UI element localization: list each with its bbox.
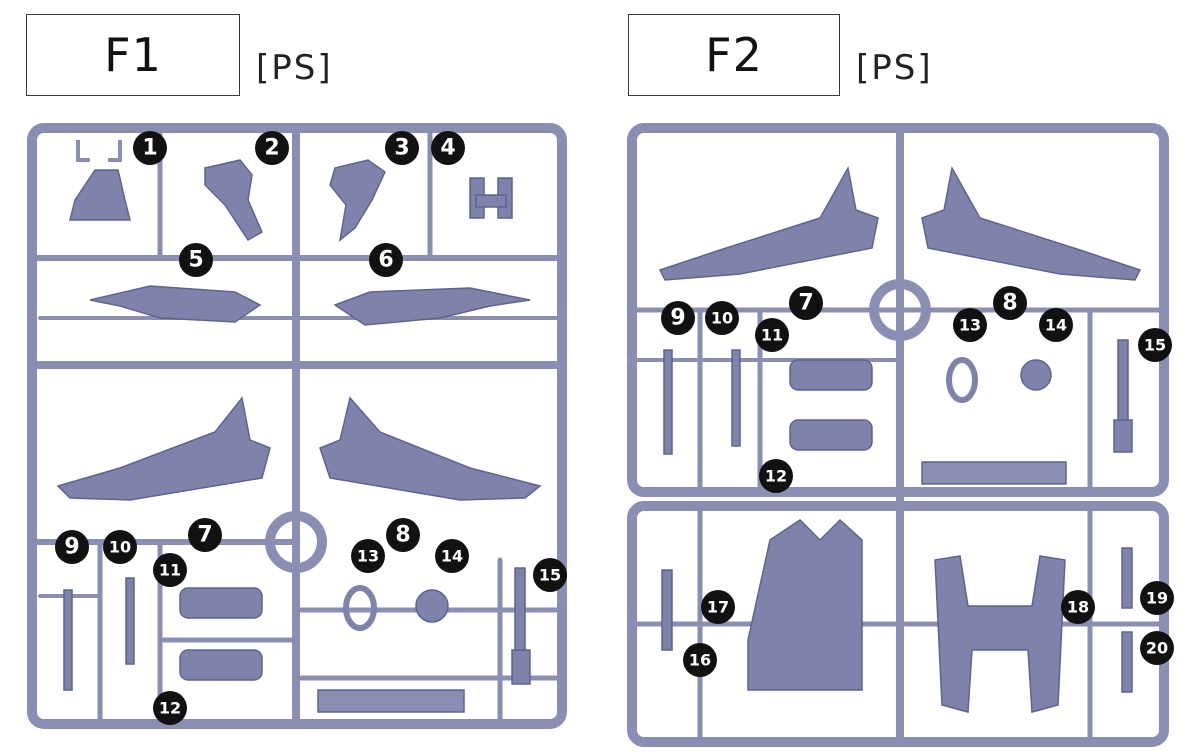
runner-f1-material: [PS]	[256, 48, 333, 88]
runner-f2-material: [PS]	[856, 48, 933, 88]
part-number-label: 14	[1045, 316, 1067, 335]
part-number-badge: 10	[705, 301, 739, 335]
part-number-badge: 18	[1061, 590, 1095, 624]
part-number-badge: 9	[661, 301, 695, 335]
runner-f2-title: F2	[628, 14, 840, 96]
part-number-label: 7	[798, 291, 813, 316]
part-number-badge: 7	[789, 286, 823, 320]
part-number-badge: 14	[1039, 308, 1073, 342]
runner-f1-part-numbers: 1 2 3 4 5 6 7 8 9 10 11 12 13 14 15	[55, 131, 567, 725]
part-number-badge: 5	[179, 243, 213, 277]
part-number-label: 6	[378, 248, 393, 273]
part-number-label: 20	[1146, 639, 1168, 658]
part-number-label: 8	[395, 523, 410, 548]
part-number-label: 9	[670, 306, 685, 331]
part-number-badge: 10	[103, 530, 137, 564]
part-number-badge: 4	[431, 131, 465, 165]
runner-f1-title: F1	[26, 14, 240, 96]
part-number-badge: 2	[255, 131, 289, 165]
part-number-badge: 15	[1138, 328, 1172, 362]
part-number-label: 12	[159, 699, 181, 718]
part-number-label: 9	[64, 535, 79, 560]
part-number-badge: 17	[701, 590, 735, 624]
part-number-label: 17	[707, 598, 729, 617]
part-number-badge: 16	[683, 643, 717, 677]
part-number-label: 19	[1146, 589, 1168, 608]
runner-f2-part-numbers: 7 8 9 10 11 12 13 14 15 16 17 18 19 20	[661, 286, 1174, 677]
part-number-badge: 9	[55, 530, 89, 564]
part-number-badge: 12	[153, 691, 187, 725]
part-number-label: 14	[441, 547, 463, 566]
part-number-label: 10	[711, 309, 733, 328]
part-number-badge: 11	[153, 553, 187, 587]
part-number-badge: 13	[953, 308, 987, 342]
runner-f2-code: F2	[705, 28, 763, 82]
part-number-label: 16	[689, 651, 711, 670]
part-number-label: 13	[959, 316, 981, 335]
part-number-label: 2	[264, 136, 279, 161]
runner-f1-code: F1	[104, 28, 162, 82]
runner-f2-parts	[658, 165, 1142, 713]
part-number-label: 8	[1002, 291, 1017, 316]
part-number-badge: 13	[351, 539, 385, 573]
part-number-label: 11	[159, 561, 181, 580]
part-number-label: 11	[761, 326, 783, 345]
part-number-badge: 7	[188, 518, 222, 552]
part-number-label: 5	[188, 248, 203, 273]
part-number-label: 15	[539, 566, 561, 585]
part-number-badge: 8	[993, 286, 1027, 320]
part-number-badge: 12	[759, 459, 793, 493]
part-number-badge: 1	[133, 131, 167, 165]
part-number-label: 18	[1067, 598, 1089, 617]
part-number-label: 4	[440, 136, 455, 161]
part-number-label: 7	[197, 523, 212, 548]
part-number-label: 15	[1144, 336, 1166, 355]
part-number-badge: 6	[369, 243, 403, 277]
part-number-badge: 3	[385, 131, 419, 165]
part-number-label: 10	[109, 538, 131, 557]
part-number-badge: 20	[1140, 631, 1174, 665]
part-number-label: 13	[357, 547, 379, 566]
runner-f1-parts	[56, 140, 542, 713]
part-number-label: 3	[394, 136, 409, 161]
part-number-label: 1	[142, 136, 157, 161]
part-number-badge: 19	[1140, 581, 1174, 615]
part-number-label: 12	[765, 467, 787, 486]
part-number-badge: 11	[755, 318, 789, 352]
part-number-badge: 8	[386, 518, 420, 552]
part-number-badge: 15	[533, 558, 567, 592]
part-number-badge: 14	[435, 539, 469, 573]
